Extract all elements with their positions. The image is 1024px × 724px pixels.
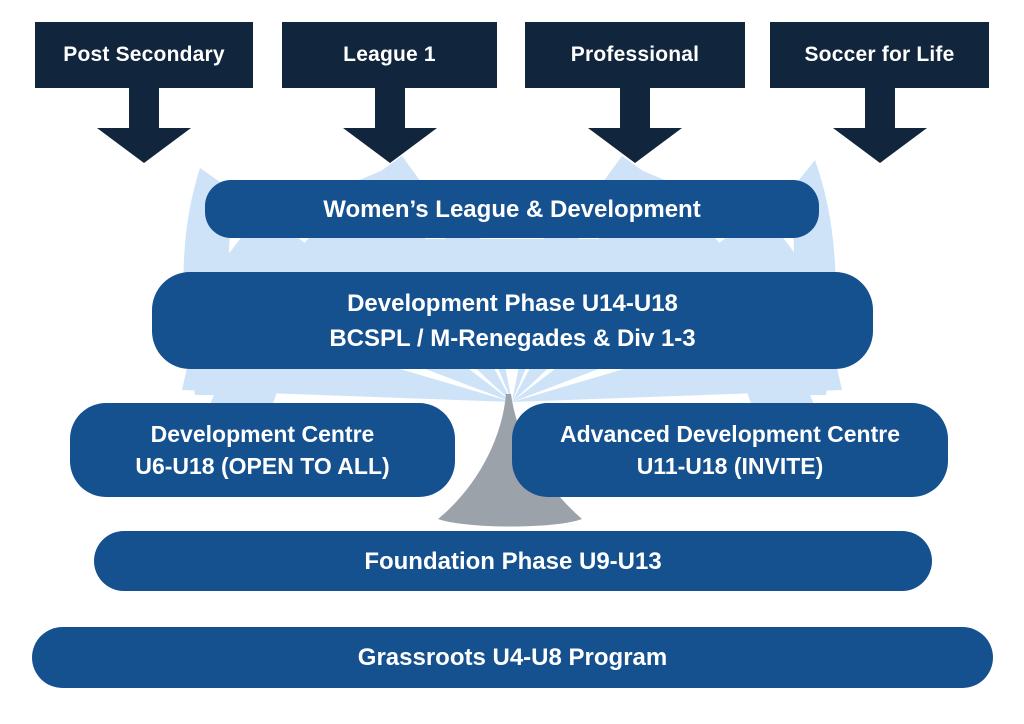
level-label-line1: Development Phase U14-U18 (347, 289, 678, 317)
outcome-label: Professional (570, 43, 700, 66)
level-label: Foundation Phase U9-U13 (364, 547, 662, 575)
level-label: Women’s League & Development (323, 195, 701, 223)
outcome-box-post-secondary: Post Secondary (35, 22, 253, 88)
level-development-centre: Development Centre U6-U18 (OPEN TO ALL) (70, 403, 455, 497)
level-label-line2: BCSPL / M-Renegades & Div 1-3 (329, 324, 696, 352)
down-arrow-icon (343, 88, 437, 163)
down-arrow-icon (588, 88, 682, 163)
level-label-line1: Development Centre (150, 421, 375, 447)
level-label-line2: U11-U18 (INVITE) (636, 453, 824, 479)
down-arrow-icon (833, 88, 927, 163)
down-arrow-icon (97, 88, 191, 163)
level-foundation-phase: Foundation Phase U9-U13 (94, 531, 932, 591)
level-advanced-development-centre: Advanced Development Centre U11-U18 (INV… (512, 403, 948, 497)
level-womens-league-development: Women’s League & Development (205, 180, 819, 238)
outcome-box-professional: Professional (525, 22, 745, 88)
level-development-phase: Development Phase U14-U18 BCSPL / M-Rene… (152, 272, 873, 369)
outcome-label: Soccer for Life (804, 43, 955, 66)
level-grassroots: Grassroots U4-U8 Program (32, 627, 993, 688)
level-label-line1: Advanced Development Centre (560, 421, 900, 447)
outcome-box-soccer-for-life: Soccer for Life (770, 22, 989, 88)
outcome-label: League 1 (343, 43, 436, 66)
level-label: Grassroots U4-U8 Program (357, 644, 668, 671)
level-label-line2: U6-U18 (OPEN TO ALL) (135, 453, 390, 479)
outcome-box-league-1: League 1 (282, 22, 497, 88)
outcome-label: Post Secondary (63, 43, 225, 66)
